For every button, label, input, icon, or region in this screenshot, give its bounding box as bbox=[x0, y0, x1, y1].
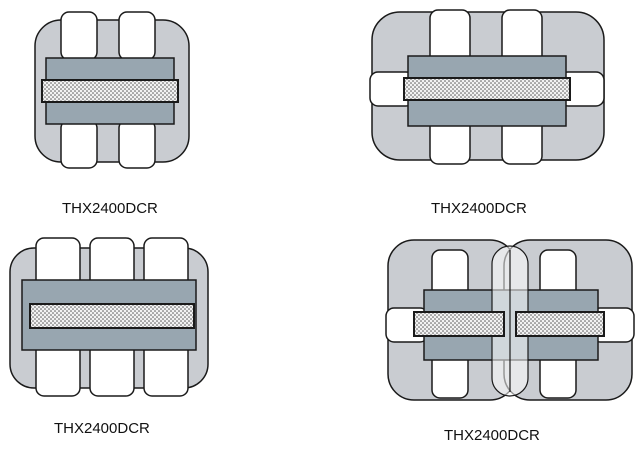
diagram-caption-top-right: THX2400DCR bbox=[431, 200, 527, 217]
bottom-left-tab bbox=[60, 119, 98, 169]
diagram-dual-split bbox=[385, 239, 635, 401]
top-right-tab bbox=[118, 11, 156, 61]
dotted-core bbox=[403, 77, 571, 101]
top-left-tab bbox=[60, 11, 98, 61]
dotted-core-left bbox=[413, 311, 505, 337]
dotted-core-right bbox=[515, 311, 605, 337]
dotted-core bbox=[29, 303, 195, 329]
diagram-three-by-three bbox=[9, 237, 209, 397]
diagram-caption-bottom-left: THX2400DCR bbox=[54, 420, 150, 437]
diagram-two-by-two bbox=[34, 11, 190, 169]
dotted-core bbox=[41, 79, 179, 103]
diagram-caption-top-left: THX2400DCR bbox=[62, 200, 158, 217]
bottom-right-tab bbox=[118, 119, 156, 169]
diagram-three-with-side-tabs bbox=[369, 9, 605, 165]
diagram-caption-bottom-right: THX2400DCR bbox=[444, 427, 540, 444]
